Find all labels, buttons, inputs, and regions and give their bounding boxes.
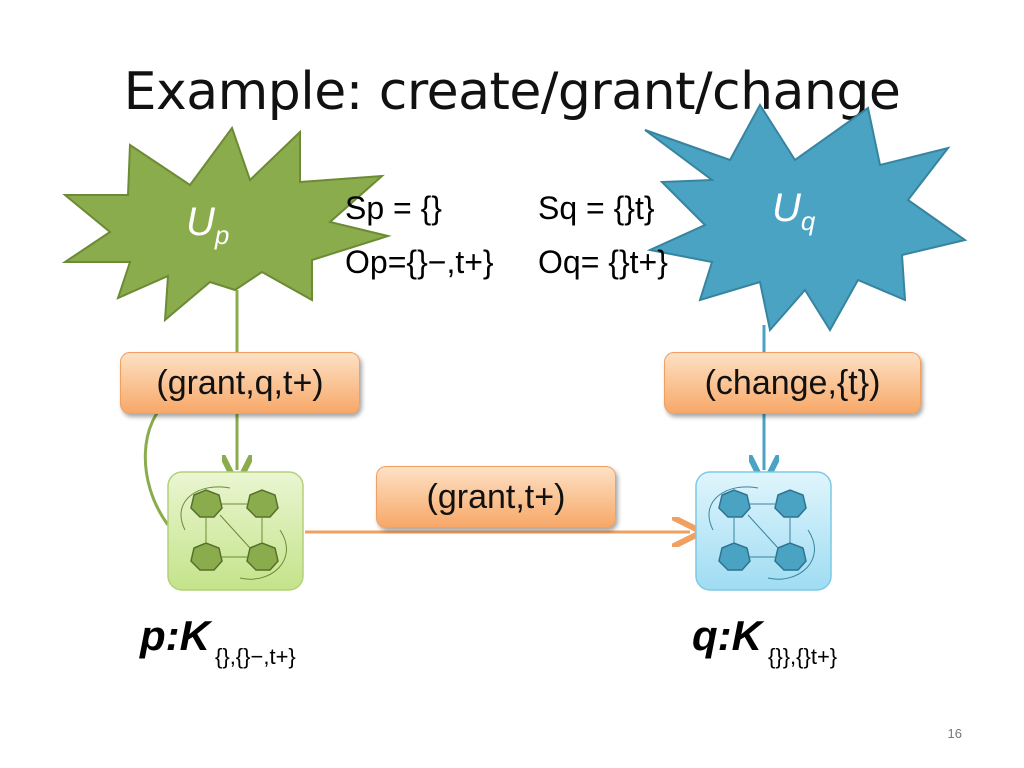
uq-star-label: Uq: [772, 186, 815, 237]
node-q-box: [696, 472, 831, 590]
label-change: (change,{t}): [664, 352, 921, 414]
node-p-box: [168, 472, 303, 590]
node-p-label: p:K: [140, 612, 210, 660]
up-star-label: Up: [186, 200, 229, 251]
label-grant-t: (grant,t+): [376, 466, 616, 528]
node-q-sub: {}},{}t+}: [768, 644, 837, 670]
set-sq: Sq = {}t}: [538, 190, 655, 227]
label-grant-q: (grant,q,t+): [120, 352, 360, 414]
slide-number: 16: [948, 726, 962, 741]
node-q-label: q:K: [692, 612, 762, 660]
grant-arrow-back: [145, 400, 170, 525]
node-p-sub: {},{}−,t+}: [215, 644, 296, 670]
set-op: Op={}−,t+}: [345, 244, 494, 281]
set-oq: Oq= {}t+}: [538, 244, 668, 281]
set-sp: Sp = {}: [345, 190, 442, 227]
